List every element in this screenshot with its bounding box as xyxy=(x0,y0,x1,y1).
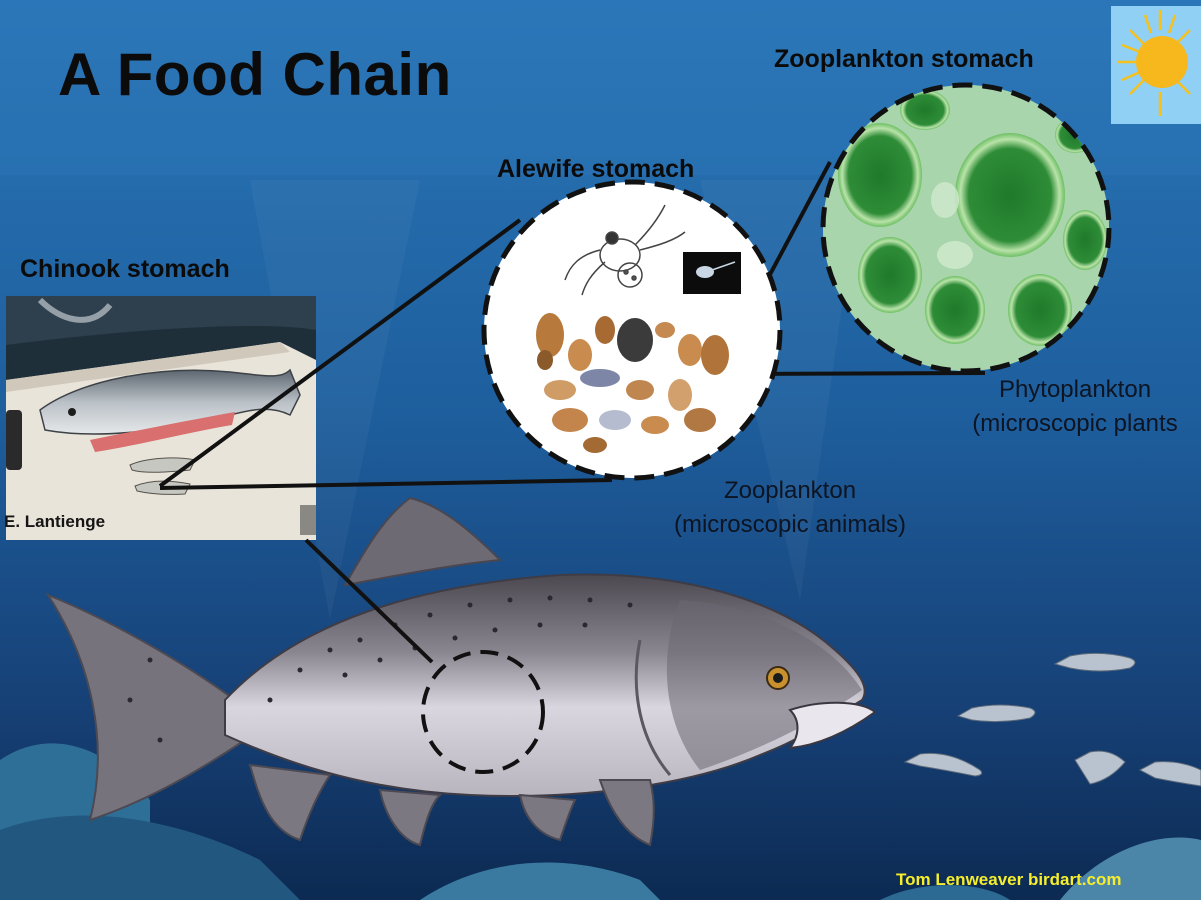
page-title: A Food Chain xyxy=(58,40,452,109)
photo-credit: E. Lantienge xyxy=(4,512,105,532)
zooplankton-caption-line2: (microscopic animals) xyxy=(640,508,940,542)
alewife-stomach-label: Alewife stomach xyxy=(497,155,694,184)
phytoplankton-caption-line2: (microscopic plants xyxy=(935,407,1201,441)
artwork-credit: Tom Lenweaver birdart.com xyxy=(896,870,1121,890)
phytoplankton-caption-line1: Phytoplankton xyxy=(935,373,1201,407)
zooplankton-caption-line1: Zooplankton xyxy=(640,474,940,508)
zooplankton-stomach-label: Zooplankton stomach xyxy=(774,45,1034,74)
zooplankton-caption: Zooplankton (microscopic animals) xyxy=(640,474,940,542)
chinook-stomach-label: Chinook stomach xyxy=(20,255,230,284)
alewife-stomach-circle xyxy=(484,182,780,478)
phytoplankton-caption: Phytoplankton (microscopic plants xyxy=(935,373,1201,441)
sun-icon xyxy=(1111,6,1201,124)
chinook-stomach-photo xyxy=(6,296,316,540)
